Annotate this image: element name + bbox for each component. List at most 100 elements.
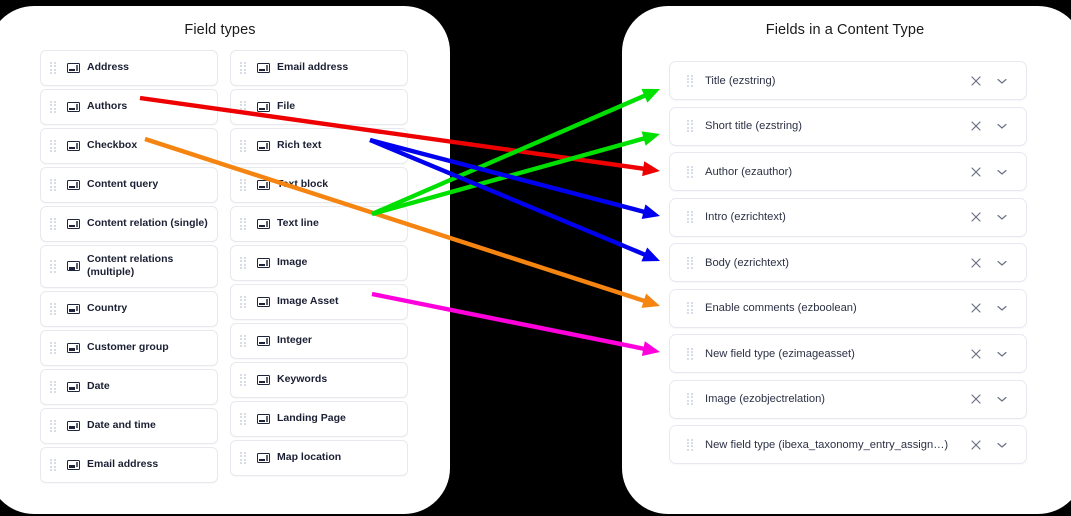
field-type-card[interactable]: Date — [40, 368, 218, 405]
close-icon[interactable] — [966, 162, 986, 182]
drag-handle-icon[interactable] — [687, 120, 695, 133]
field-type-label: Address — [87, 61, 130, 74]
drag-handle-icon[interactable] — [50, 419, 58, 433]
close-icon[interactable] — [966, 253, 986, 273]
drag-handle-icon[interactable] — [240, 296, 248, 309]
field-type-card[interactable]: Keywords — [230, 362, 408, 398]
close-icon[interactable] — [966, 344, 986, 364]
chevron-down-icon[interactable] — [992, 344, 1012, 364]
drag-handle-icon[interactable] — [240, 218, 248, 231]
field-type-icon — [67, 381, 80, 392]
drag-handle-icon[interactable] — [50, 341, 58, 355]
drag-handle-icon[interactable] — [687, 393, 695, 406]
field-type-card[interactable]: Text block — [230, 167, 408, 203]
field-type-card[interactable]: Country — [40, 290, 218, 327]
content-type-field-row[interactable]: New field type (ezimageasset) — [669, 334, 1027, 373]
field-type-icon — [67, 459, 80, 470]
content-type-field-row[interactable]: Title (ezstring) — [669, 61, 1027, 100]
content-type-field-row[interactable]: Intro (ezrichtext) — [669, 197, 1027, 237]
chevron-down-icon[interactable] — [992, 162, 1012, 182]
field-type-card[interactable]: Map location — [230, 440, 408, 476]
chevron-down-icon[interactable] — [992, 435, 1012, 455]
field-type-card[interactable]: Image — [230, 245, 408, 281]
field-type-label: Email address — [87, 458, 159, 471]
drag-handle-icon[interactable] — [687, 211, 695, 224]
field-type-card[interactable]: Email address — [230, 50, 408, 86]
close-icon[interactable] — [966, 389, 986, 409]
drag-handle-icon[interactable] — [240, 62, 248, 75]
field-type-card[interactable]: Customer group — [40, 329, 218, 366]
drag-handle-icon[interactable] — [50, 179, 58, 192]
content-type-fields-panel: Fields in a Content Type Title (ezstring… — [622, 6, 1071, 514]
content-type-field-label: Intro (ezrichtext) — [705, 211, 786, 223]
drag-handle-icon[interactable] — [240, 257, 248, 270]
drag-handle-icon[interactable] — [50, 260, 58, 273]
field-type-label: Date and time — [87, 419, 156, 432]
field-type-card[interactable]: Checkbox — [40, 128, 218, 164]
field-type-card[interactable]: Integer — [230, 323, 408, 359]
drag-handle-icon[interactable] — [687, 74, 695, 87]
drag-handle-icon[interactable] — [240, 413, 248, 426]
drag-handle-icon[interactable] — [687, 256, 695, 269]
content-type-field-row[interactable]: Image (ezobjectrelation) — [669, 379, 1027, 419]
drag-handle-icon[interactable] — [240, 101, 248, 114]
field-type-icon — [67, 63, 80, 73]
content-type-field-row[interactable]: Short title (ezstring) — [669, 106, 1027, 146]
field-type-card[interactable]: File — [230, 89, 408, 125]
drag-handle-icon[interactable] — [240, 140, 248, 153]
chevron-down-icon[interactable] — [992, 207, 1012, 227]
drag-handle-icon[interactable] — [50, 458, 58, 472]
drag-handle-icon[interactable] — [50, 101, 58, 114]
field-type-icon — [67, 261, 80, 272]
field-type-card[interactable]: Landing Page — [230, 401, 408, 437]
field-type-card[interactable]: Email address — [40, 446, 218, 483]
drag-handle-icon[interactable] — [50, 140, 58, 153]
drag-handle-icon[interactable] — [50, 380, 58, 394]
close-icon[interactable] — [966, 71, 986, 91]
close-icon[interactable] — [966, 298, 986, 318]
field-type-card[interactable]: Content query — [40, 167, 218, 203]
chevron-down-icon[interactable] — [992, 298, 1012, 318]
drag-handle-icon[interactable] — [50, 218, 58, 231]
chevron-down-icon[interactable] — [992, 389, 1012, 409]
drag-handle-icon[interactable] — [687, 165, 695, 178]
close-icon[interactable] — [966, 435, 986, 455]
drag-handle-icon[interactable] — [240, 452, 248, 465]
field-type-label: Text line — [277, 217, 319, 230]
field-type-icon — [257, 336, 270, 346]
drag-handle-icon[interactable] — [687, 302, 695, 315]
field-type-label: Customer group — [87, 341, 169, 354]
drag-handle-icon[interactable] — [50, 302, 58, 316]
content-type-field-label: Title (ezstring) — [705, 74, 776, 87]
field-type-card[interactable]: Authors — [40, 89, 218, 125]
content-type-field-row[interactable]: Enable comments (ezboolean) — [669, 288, 1027, 328]
field-type-card[interactable]: Content relations (multiple) — [40, 245, 218, 288]
field-type-card[interactable]: Content relation (single) — [40, 206, 218, 242]
content-type-field-row[interactable]: Body (ezrichtext) — [669, 243, 1027, 282]
close-icon[interactable] — [966, 207, 986, 227]
drag-handle-icon[interactable] — [50, 62, 58, 75]
chevron-down-icon[interactable] — [992, 71, 1012, 91]
close-icon[interactable] — [966, 116, 986, 136]
drag-handle-icon[interactable] — [687, 438, 695, 451]
content-type-field-row[interactable]: New field type (ibexa_taxonomy_entry_ass… — [669, 425, 1027, 464]
field-type-card[interactable]: Date and time — [40, 407, 218, 444]
field-type-icon — [257, 414, 270, 424]
field-type-card[interactable]: Rich text — [230, 128, 408, 164]
drag-handle-icon[interactable] — [687, 347, 695, 360]
drag-handle-icon[interactable] — [240, 374, 248, 387]
content-type-field-label: New field type (ibexa_taxonomy_entry_ass… — [705, 438, 949, 451]
field-type-icon — [67, 141, 80, 151]
content-type-field-label: Author (ezauthor) — [705, 165, 793, 178]
field-type-label: Keywords — [277, 373, 328, 386]
content-type-field-row[interactable]: Author (ezauthor) — [669, 152, 1027, 191]
chevron-down-icon[interactable] — [992, 253, 1012, 273]
field-type-card[interactable]: Text line — [230, 206, 408, 242]
drag-handle-icon[interactable] — [240, 335, 248, 348]
field-type-card[interactable]: Address — [40, 50, 218, 86]
field-type-card[interactable]: Image Asset — [230, 284, 408, 320]
drag-handle-icon[interactable] — [240, 179, 248, 192]
chevron-down-icon[interactable] — [992, 116, 1012, 136]
